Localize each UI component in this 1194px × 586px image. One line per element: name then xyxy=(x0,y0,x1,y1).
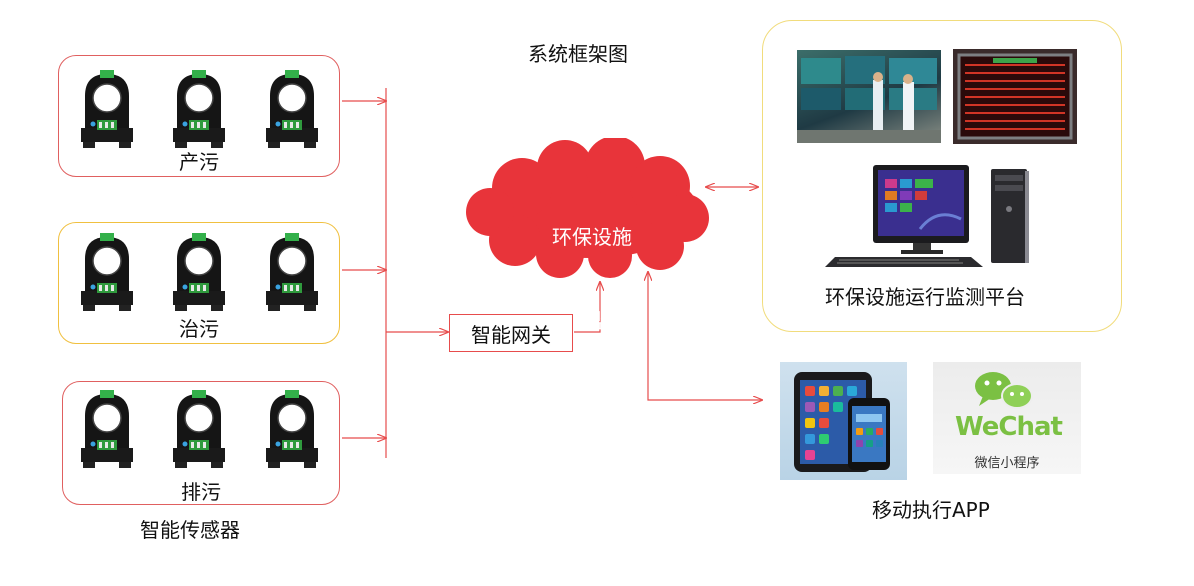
led-display-photo xyxy=(953,49,1077,144)
current-sensor-image xyxy=(171,231,227,311)
wechat-caption: 微信小程序 xyxy=(974,456,1040,471)
mobile-app-label: 移动执行APP xyxy=(872,498,990,522)
current-sensor-image xyxy=(79,68,135,148)
desktop-computer-image xyxy=(825,165,1029,267)
tablet-phone-photo xyxy=(780,362,907,480)
diagram-title: 系统框架图 xyxy=(528,42,628,66)
group-discharge: 排污 xyxy=(62,381,340,505)
cloud-server-label: 环保设施 运行监测 云服务器 xyxy=(532,167,652,447)
cloud-server-shape xyxy=(466,138,709,278)
current-sensor-image xyxy=(171,68,227,148)
group-production: 产污 xyxy=(58,55,340,177)
current-sensor-image xyxy=(264,388,320,468)
gateway-label: 智能网关 xyxy=(471,322,551,347)
group-label-production: 产污 xyxy=(179,150,219,174)
current-sensor-image xyxy=(79,231,135,311)
current-sensor-image xyxy=(171,388,227,468)
platform-label: 环保设施运行监测平台 xyxy=(825,285,1025,309)
current-sensor-image xyxy=(264,68,320,148)
cloud-line-1: 环保设施 xyxy=(552,225,632,249)
control-room-photo xyxy=(797,50,941,143)
current-sensor-image xyxy=(264,231,320,311)
monitoring-platform-box: 环保设施运行监测平台 xyxy=(762,20,1122,332)
current-sensor-image xyxy=(79,388,135,468)
smart-gateway-box: 智能网关 xyxy=(449,314,573,352)
cloud-line-3: 云服务器 xyxy=(552,393,632,417)
group-label-treatment: 治污 xyxy=(179,317,219,341)
wechat-panel: WeChat 微信小程序 xyxy=(933,362,1081,474)
wechat-icon xyxy=(975,372,1033,409)
wechat-logo-text: WeChat xyxy=(955,412,1063,442)
group-label-discharge: 排污 xyxy=(181,480,221,504)
sensors-label: 智能传感器 xyxy=(140,518,240,542)
group-treatment: 治污 xyxy=(58,222,340,344)
